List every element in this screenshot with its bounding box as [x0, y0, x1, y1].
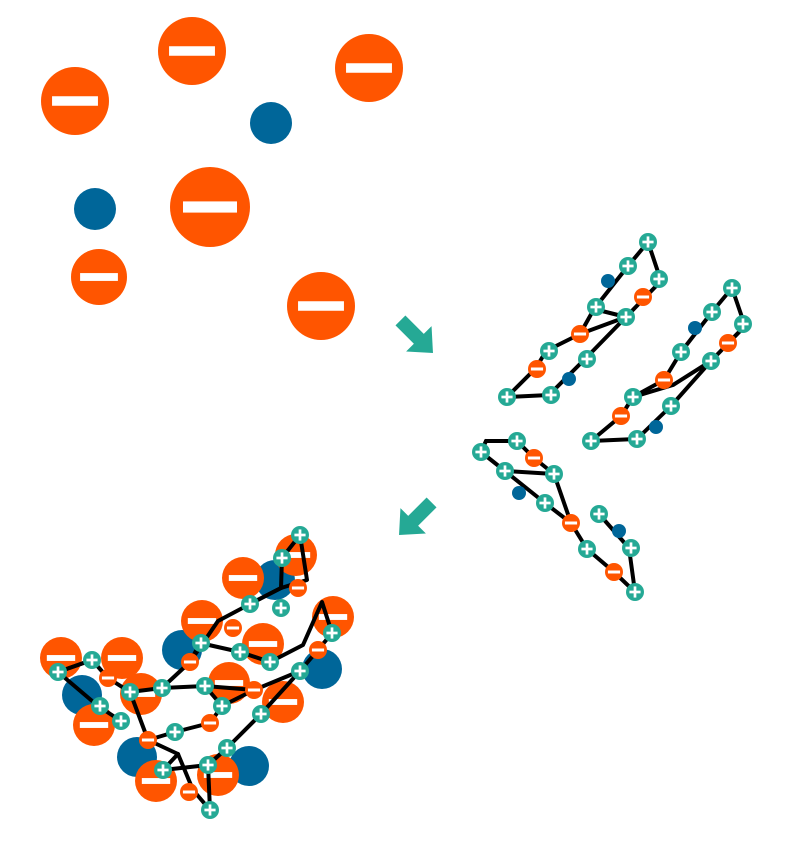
- plus-circle-icon: [323, 624, 341, 642]
- plus-circle-icon: [218, 739, 236, 757]
- minus-circle-icon: [612, 407, 630, 425]
- minus-circle-icon: [571, 325, 589, 343]
- filled-circle-icon: [229, 746, 269, 786]
- plus-circle-icon: [542, 386, 560, 404]
- plus-circle-icon: [582, 432, 600, 450]
- plus-circle-icon: [628, 430, 646, 448]
- plus-circle-icon: [496, 462, 514, 480]
- minus-circle-icon: [562, 514, 580, 532]
- plus-circle-icon: [617, 308, 635, 326]
- filled-circle-icon: [512, 486, 526, 500]
- plus-circle-icon: [241, 595, 259, 613]
- plus-circle-icon: [91, 697, 109, 715]
- plus-circle-icon: [273, 549, 291, 567]
- minus-circle-icon: [245, 681, 263, 699]
- minus-circle-icon: [181, 653, 199, 671]
- plus-circle-icon: [83, 651, 101, 669]
- polymer-chain-bond: [479, 439, 637, 594]
- minus-circle-icon: [262, 681, 304, 723]
- minus-circle-icon: [71, 249, 127, 305]
- plus-circle-icon: [213, 697, 231, 715]
- plus-circle-icon: [154, 761, 172, 779]
- plus-circle-icon: [291, 662, 309, 680]
- plus-circle-icon: [590, 505, 608, 523]
- minus-circle-icon: [528, 360, 546, 378]
- plus-circle-icon: [231, 643, 249, 661]
- plus-circle-icon: [650, 270, 668, 288]
- plus-circle-icon: [622, 539, 640, 557]
- plus-circle-icon: [536, 494, 554, 512]
- filled-circle-icon: [601, 274, 615, 288]
- plus-circle-icon: [545, 465, 563, 483]
- minus-circle-icon: [287, 272, 355, 340]
- plus-circle-icon: [472, 443, 490, 461]
- minus-circle-icon: [158, 17, 226, 85]
- minus-circle-icon: [605, 563, 623, 581]
- filled-circle-icon: [649, 420, 663, 434]
- diagonal-arrow-icon: [399, 497, 437, 535]
- arrow-to-network: [399, 497, 437, 535]
- stage-polymer-chains: [472, 233, 752, 601]
- minus-circle-icon: [101, 637, 143, 679]
- plus-circle-icon: [199, 756, 217, 774]
- minus-circle-icon: [719, 334, 737, 352]
- minus-circle-icon: [655, 371, 673, 389]
- plus-circle-icon: [578, 350, 596, 368]
- plus-circle-icon: [166, 723, 184, 741]
- plus-circle-icon: [702, 352, 720, 370]
- plus-circle-icon: [734, 315, 752, 333]
- minus-circle-icon: [335, 34, 403, 102]
- plus-circle-icon: [121, 683, 139, 701]
- filled-circle-icon: [74, 188, 116, 230]
- minus-circle-icon: [634, 288, 652, 306]
- filled-circle-icon: [688, 321, 702, 335]
- plus-circle-icon: [272, 599, 290, 617]
- diagonal-arrow-icon: [395, 315, 433, 353]
- plus-circle-icon: [498, 388, 516, 406]
- plus-circle-icon: [626, 583, 644, 601]
- arrow-to-chains: [395, 315, 433, 353]
- plus-circle-icon: [672, 343, 690, 361]
- minus-circle-icon: [41, 67, 109, 135]
- plus-circle-icon: [112, 712, 130, 730]
- plus-circle-icon: [540, 342, 558, 360]
- minus-circle-icon: [208, 662, 250, 704]
- minus-circle-icon: [525, 449, 543, 467]
- plus-circle-icon: [508, 432, 526, 450]
- plus-circle-icon: [261, 653, 279, 671]
- filled-circle-icon: [562, 372, 576, 386]
- minus-circle-icon: [309, 641, 327, 659]
- plus-circle-icon: [291, 526, 309, 544]
- minus-circle-icon: [222, 557, 264, 599]
- plus-circle-icon: [619, 257, 637, 275]
- plus-circle-icon: [252, 705, 270, 723]
- plus-circle-icon: [578, 540, 596, 558]
- minus-circle-icon: [224, 619, 242, 637]
- plus-circle-icon: [201, 801, 219, 819]
- plus-circle-icon: [153, 679, 171, 697]
- plus-circle-icon: [49, 663, 67, 681]
- minus-circle-icon: [73, 704, 115, 746]
- minus-circle-icon: [180, 783, 198, 801]
- plus-circle-icon: [587, 298, 605, 316]
- plus-circle-icon: [624, 388, 642, 406]
- stage-polymer-network: [40, 526, 354, 819]
- minus-circle-icon: [170, 167, 250, 247]
- plus-circle-icon: [196, 677, 214, 695]
- minus-circle-icon: [139, 731, 157, 749]
- stage-free-ions: [41, 17, 403, 340]
- plus-circle-icon: [723, 279, 741, 297]
- minus-circle-icon: [99, 669, 117, 687]
- plus-circle-icon: [662, 397, 680, 415]
- minus-circle-icon: [289, 579, 307, 597]
- filled-circle-icon: [612, 524, 626, 538]
- filled-circle-icon: [250, 102, 292, 144]
- plus-circle-icon: [192, 634, 210, 652]
- minus-circle-icon: [201, 714, 219, 732]
- plus-circle-icon: [639, 233, 657, 251]
- plus-circle-icon: [703, 303, 721, 321]
